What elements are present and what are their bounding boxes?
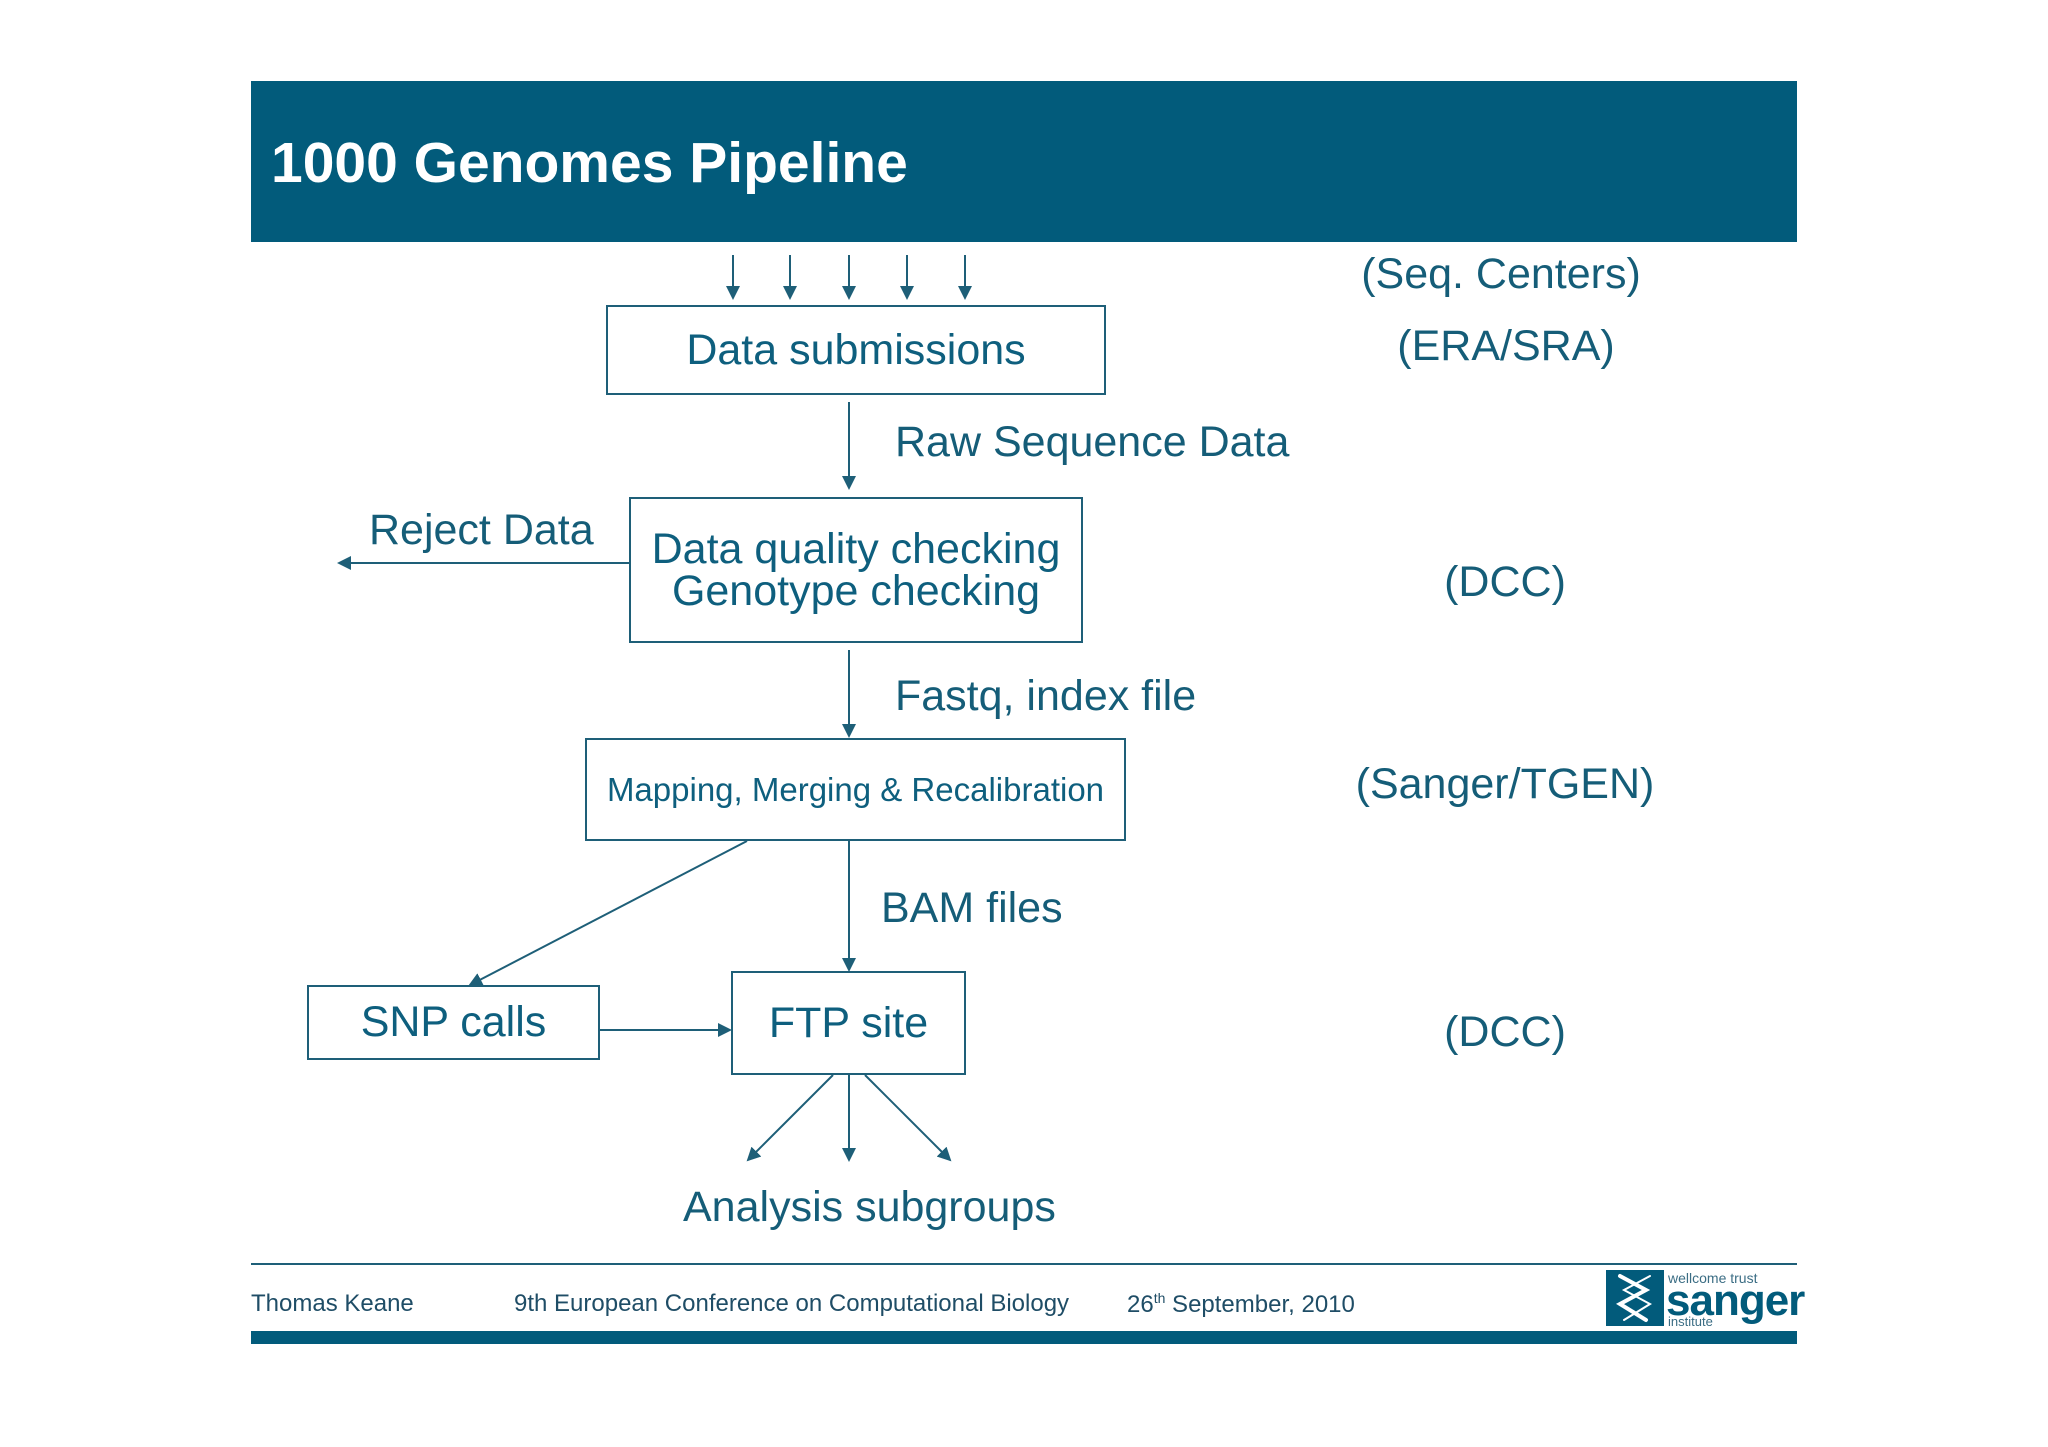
- raw-sequence-data-label: Raw Sequence Data: [895, 418, 1290, 466]
- footer-conference: 9th European Conference on Computational…: [514, 1290, 1070, 1317]
- data-submissions-label: Data submissions: [686, 325, 1026, 374]
- footer-bar: [251, 1331, 1797, 1344]
- footer-divider: [251, 1263, 1797, 1265]
- slide-title: 1000 Genomes Pipeline: [271, 131, 908, 195]
- arrow-ftp-to-analysis-right: [864, 1074, 952, 1162]
- owner-seq-centers: (Seq. Centers): [1361, 250, 1641, 298]
- snp-calls-box: SNP calls: [307, 985, 600, 1060]
- quality-checking-label: Data quality checking: [651, 525, 1061, 573]
- title-banner: [251, 81, 1797, 242]
- genotype-checking-label: Genotype checking: [671, 567, 1041, 615]
- owner-sanger-tgen: (Sanger/TGEN): [1355, 760, 1655, 808]
- footer-date-day: 26: [1127, 1291, 1154, 1318]
- footer-author: Thomas Keane: [251, 1290, 414, 1317]
- snp-calls-label: SNP calls: [360, 998, 547, 1046]
- quality-checking-box: Data quality checking Genotype checking: [629, 497, 1083, 643]
- ftp-site-box: FTP site: [731, 971, 966, 1075]
- logo-institute: institute: [1668, 1314, 1713, 1329]
- ftp-site-label: FTP site: [768, 998, 929, 1047]
- data-submissions-box: Data submissions: [606, 305, 1106, 395]
- mapping-label: Mapping, Merging & Recalibration: [606, 770, 1105, 808]
- owner-dcc-1: (DCC): [1444, 558, 1566, 606]
- logo-sanger: sanger: [1666, 1276, 1805, 1325]
- footer-date-suffix: th: [1153, 1290, 1166, 1306]
- analysis-subgroups-label: Analysis subgroups: [683, 1183, 1056, 1231]
- bam-files-label: BAM files: [881, 884, 1063, 932]
- sanger-logo: wellcome trust sanger institute: [1606, 1268, 1805, 1329]
- owner-dcc-2: (DCC): [1444, 1008, 1566, 1056]
- reject-data-label: Reject Data: [369, 506, 594, 554]
- arrow-mapping-to-snp: [468, 840, 748, 986]
- footer-date-rest: September, 2010: [1165, 1291, 1355, 1318]
- arrow-ftp-to-analysis-left: [746, 1074, 834, 1162]
- footer-date: 26th September, 2010: [1127, 1290, 1355, 1319]
- fastq-index-label: Fastq, index file: [895, 672, 1197, 720]
- dna-helix-icon: [1606, 1270, 1664, 1326]
- mapping-box: Mapping, Merging & Recalibration: [585, 738, 1126, 841]
- logo-wellcome-trust: wellcome trust: [1668, 1270, 1758, 1286]
- owner-era-sra: (ERA/SRA): [1397, 322, 1615, 370]
